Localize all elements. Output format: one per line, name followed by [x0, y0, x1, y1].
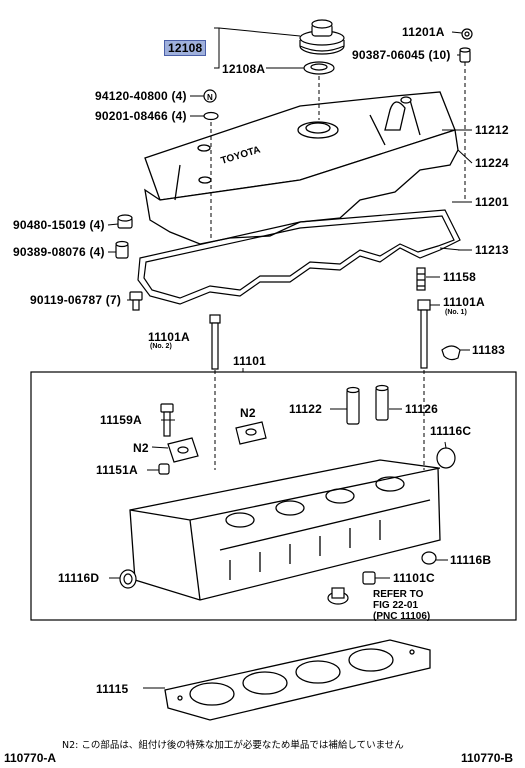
part-label-90389[interactable]: 90389-08076 (4)	[13, 245, 105, 259]
footnote: N2: この部品は、組付け後の特殊な加工が必要なため単品では補給していません	[62, 740, 404, 751]
reference-note[interactable]: REFER TO FIG 22-01 (PNC 11106)	[373, 589, 430, 622]
grommet-11201A[interactable]	[461, 28, 473, 40]
washer-90201[interactable]	[203, 111, 219, 121]
plug-11151A[interactable]	[158, 463, 170, 475]
plug-11116C[interactable]	[436, 447, 456, 469]
stud-11101A-no1[interactable]	[417, 299, 431, 369]
part-label-11213[interactable]: 11213	[475, 243, 509, 257]
part-label-11116C[interactable]: 11116C	[430, 424, 472, 438]
part-label-11201A[interactable]: 11201A	[402, 25, 445, 39]
sublabel-no2: (No. 2)	[150, 343, 172, 350]
part-label-11115[interactable]: 11115	[96, 682, 129, 696]
bolt-90119[interactable]	[129, 291, 143, 311]
part-label-11224[interactable]: 11224	[475, 156, 509, 170]
cap-11183[interactable]	[441, 345, 461, 361]
bolt-11159A[interactable]	[160, 403, 174, 437]
leader-lines	[107, 27, 473, 689]
valve-guide-11122[interactable]	[346, 386, 360, 425]
gasket-90480[interactable]	[117, 214, 133, 229]
bushing-90387[interactable]	[459, 47, 471, 63]
part-label-11101A-no1[interactable]: 11101A	[443, 295, 485, 309]
plug-11116B[interactable]	[421, 551, 437, 565]
part-label-11158[interactable]: 11158	[443, 270, 477, 284]
filler-cap-gasket-12108A[interactable]	[303, 61, 335, 75]
bearing-cap-n2-left[interactable]	[167, 437, 199, 463]
part-label-11122[interactable]: 11122	[289, 402, 323, 416]
part-label-11126[interactable]: 11126	[405, 402, 439, 416]
plug-refer-fig22[interactable]	[327, 587, 349, 605]
reference-line-1: REFER TO	[373, 589, 424, 600]
part-label-90201[interactable]: 90201-08466 (4)	[95, 109, 187, 123]
part-label-94120[interactable]: 94120-40800 (4)	[95, 89, 187, 103]
plug-11116D[interactable]	[119, 569, 137, 589]
part-label-n2-top: N2	[240, 406, 256, 420]
part-label-11101A-no2[interactable]: 11101A	[148, 330, 190, 344]
nut-94120[interactable]: N	[203, 89, 217, 103]
cylinder-head-block[interactable]	[129, 459, 441, 601]
part-label-12108[interactable]: 12108	[164, 40, 207, 56]
part-label-90387[interactable]: 90387-06045 (10)	[352, 48, 451, 62]
part-label-11116B[interactable]: 11116B	[450, 553, 492, 567]
svg-text:N: N	[207, 93, 213, 102]
bearing-cap-n2-top[interactable]	[235, 421, 267, 445]
seal-90389[interactable]	[115, 240, 129, 259]
part-label-12108A[interactable]: 12108A	[222, 62, 266, 76]
cylinder-head-subassy-box	[30, 371, 517, 621]
part-label-11101C[interactable]: 11101C	[393, 571, 435, 585]
part-label-11101[interactable]: 11101	[233, 354, 267, 368]
oil-filler-cap-12108[interactable]	[299, 19, 345, 55]
figure-code-right: 110770-B	[461, 751, 514, 765]
part-label-90480[interactable]: 90480-15019 (4)	[13, 218, 105, 232]
part-label-90119[interactable]: 90119-06787 (7)	[30, 293, 122, 307]
figure-code-left: 110770-A	[4, 751, 57, 765]
part-label-11212[interactable]: 11212	[475, 123, 509, 137]
valve-guide-11126[interactable]	[375, 384, 389, 421]
pin-11101C[interactable]	[362, 571, 376, 585]
stud-11101A-no2[interactable]	[209, 314, 221, 370]
sublabel-no1: (No. 1)	[445, 309, 467, 316]
part-label-11116D[interactable]: 11116D	[58, 571, 100, 585]
cylinder-head-gasket-11115[interactable]	[164, 639, 431, 721]
part-label-11159A[interactable]: 11159A	[100, 413, 142, 427]
cover-gasket-11213[interactable]	[137, 209, 461, 305]
stud-11158[interactable]	[416, 267, 426, 291]
part-label-11151A[interactable]: 11151A	[96, 463, 138, 477]
cylinder-head-cover-11201[interactable]	[144, 91, 459, 245]
part-label-11183[interactable]: 11183	[472, 343, 506, 357]
reference-line-2: FIG 22-01	[373, 600, 419, 611]
part-label-n2-left: N2	[133, 441, 149, 455]
part-label-11201[interactable]: 11201	[475, 195, 509, 209]
reference-line-3: (PNC 11106)	[373, 611, 431, 622]
